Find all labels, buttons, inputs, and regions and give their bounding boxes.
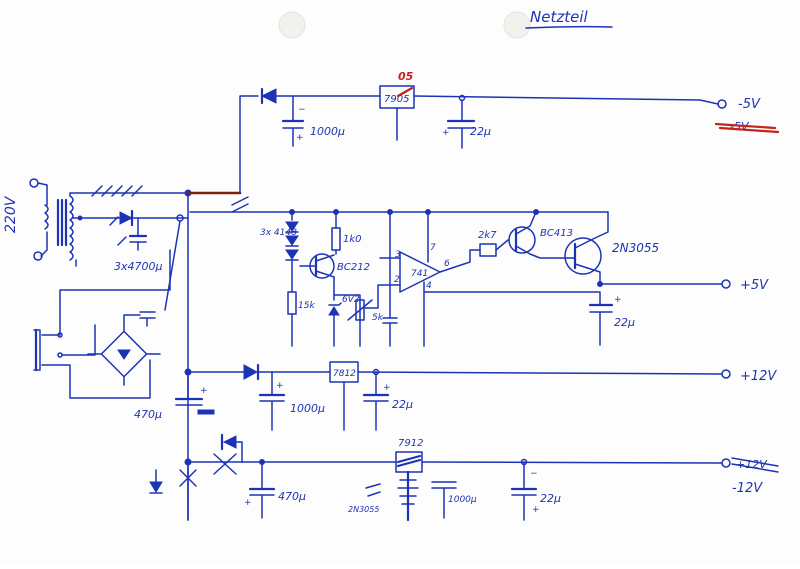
pos12-cap1-plus: + bbox=[276, 381, 284, 391]
main-rails bbox=[164, 95, 609, 521]
pos5-pot-label: 5k bbox=[372, 313, 384, 323]
pos5-r2-label: 15k bbox=[298, 301, 315, 311]
pos5-pot bbox=[355, 299, 365, 321]
svg-text:6: 6 bbox=[444, 259, 450, 269]
pos5-opamp-label: 741 bbox=[411, 269, 428, 279]
pos5-r3 bbox=[479, 243, 497, 257]
pos12-cap2-plus: + bbox=[383, 383, 391, 393]
pos12-section: + 1000μ 7812 + 22μ +12V + 470μ bbox=[134, 361, 777, 431]
pos5-zener-label: 6V2 bbox=[342, 295, 360, 305]
pos5-r1-label: 1k0 bbox=[343, 234, 362, 245]
bridge-rectifier bbox=[33, 249, 171, 399]
pos12-output-label: +12V bbox=[740, 369, 777, 384]
neg12-extra1: 2N3055 bbox=[348, 505, 379, 514]
pos5-q3 bbox=[564, 237, 602, 275]
mains-label: 220V bbox=[3, 195, 19, 233]
pos5-r2 bbox=[287, 291, 297, 315]
neg12-cap1-plus: + bbox=[244, 498, 252, 508]
neg12-cap2-plus: + bbox=[532, 505, 540, 515]
pos5-section: 3x 4148 15k 1k0 BC212 6V2 5k 741 3 2 7 6… bbox=[260, 209, 769, 347]
mains-input: 220V bbox=[3, 178, 48, 261]
svg-text:3: 3 bbox=[395, 250, 401, 260]
neg12-cap2-minus: − bbox=[530, 469, 538, 479]
neg12-section: + 470μ 7912 2N3055 1000μ − + 22μ +12V -1… bbox=[149, 433, 779, 522]
neg12-cap2-label: 22μ bbox=[540, 492, 561, 505]
pos5-q2 bbox=[508, 226, 536, 254]
pos12-main-cap-label: 470μ bbox=[134, 408, 162, 421]
neg5-cap2-plus: + bbox=[442, 128, 450, 138]
pos5-r1 bbox=[331, 227, 341, 251]
neg12-output-label: -12V bbox=[732, 481, 763, 496]
neg5-terminal bbox=[717, 99, 727, 109]
pos5-terminal bbox=[721, 279, 731, 289]
pos12-main-cap-plus: + bbox=[200, 386, 208, 396]
transformer-cap-label: 3x4700μ bbox=[114, 260, 163, 273]
pos5-q3-label: 2N3055 bbox=[612, 241, 659, 255]
neg5-cap-minus: − bbox=[298, 105, 306, 115]
title-text: Netzteil bbox=[530, 8, 588, 26]
neg5-cap-plus: + bbox=[296, 133, 304, 143]
neg12-cap1-label: 470μ bbox=[278, 490, 306, 503]
input-rectifier: 3x4700μ bbox=[109, 209, 189, 273]
pos12-terminal bbox=[721, 369, 731, 379]
neg5-cap2-label: 22μ bbox=[470, 125, 491, 138]
pos5-q1-label: BC212 bbox=[337, 262, 370, 273]
neg12-struck-label: +12V bbox=[736, 458, 768, 471]
neg5-output-label: -5V bbox=[738, 97, 761, 112]
pos5-q2-label: BC413 bbox=[540, 228, 573, 239]
neg5-section: − + 1000μ 7905 05 + 22μ -5V -5V bbox=[260, 70, 780, 149]
neg12-terminal bbox=[721, 458, 731, 468]
pos12-regulator-label: 7812 bbox=[333, 369, 356, 379]
punch-holes bbox=[278, 11, 531, 39]
pos5-diodes-label: 3x 4148 bbox=[260, 228, 297, 238]
pos5-cap-label: 22μ bbox=[614, 316, 635, 329]
svg-text:2: 2 bbox=[394, 275, 400, 285]
pos5-cap-plus: + bbox=[614, 295, 622, 305]
pos5-r3-label: 2k7 bbox=[478, 230, 497, 241]
pos12-cap1-label: 1000μ bbox=[290, 402, 325, 415]
transformer bbox=[44, 185, 189, 267]
title: Netzteil bbox=[525, 8, 613, 29]
neg5-regulator-correction: 05 bbox=[398, 70, 414, 83]
pos5-output-label: +5V bbox=[740, 278, 769, 293]
neg5-regulator-label: 7905 bbox=[384, 94, 409, 105]
neg12-extra2: 1000μ bbox=[448, 495, 477, 505]
neg5-cap1-label: 1000μ bbox=[310, 125, 345, 138]
pos5-opamp bbox=[399, 251, 441, 293]
svg-text:4: 4 bbox=[426, 281, 432, 291]
pos12-cap2-label: 22μ bbox=[392, 398, 413, 411]
svg-text:7: 7 bbox=[430, 243, 436, 253]
neg12-regulator-label: 7912 bbox=[398, 438, 423, 449]
